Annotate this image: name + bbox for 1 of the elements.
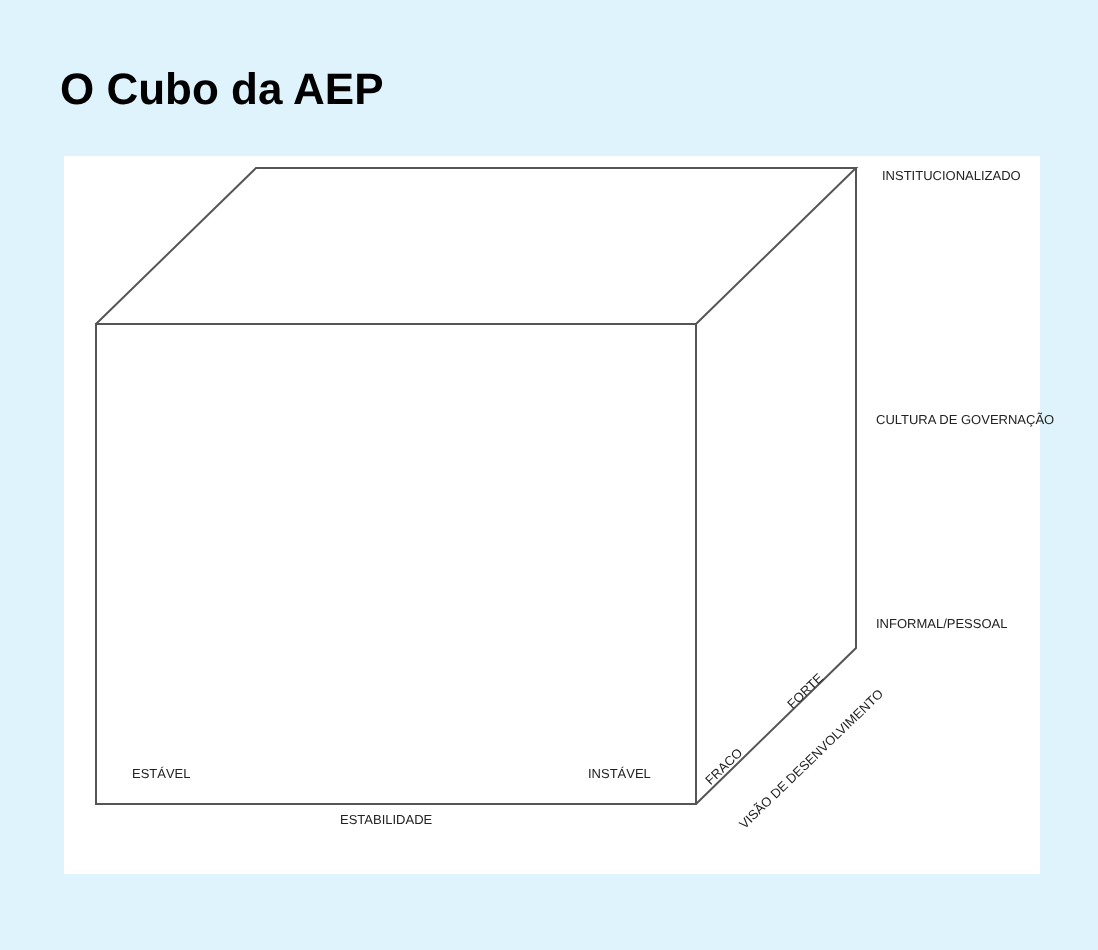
title: O Cubo da AEP [60, 64, 384, 116]
